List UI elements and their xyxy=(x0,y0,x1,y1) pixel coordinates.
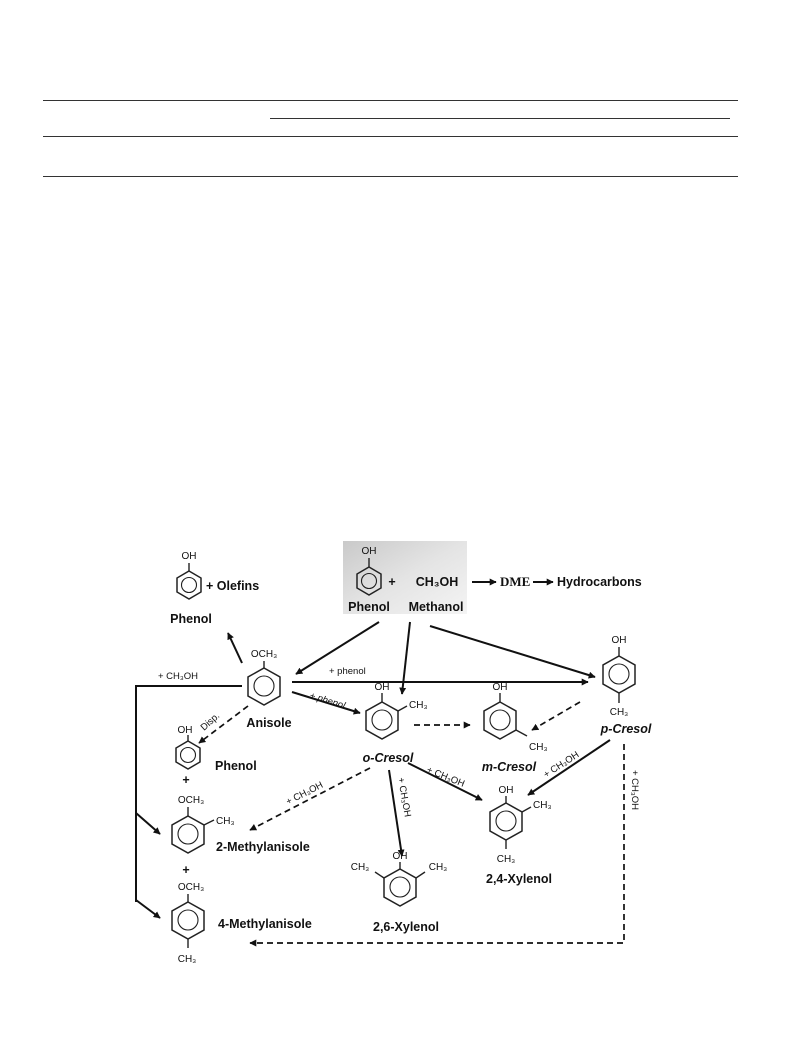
arrow-anisole-to-olefins xyxy=(227,632,243,664)
table-bottom-rule xyxy=(43,176,738,177)
m-cresol-label: m-Cresol xyxy=(482,760,537,774)
reagent-ch3oh-p-cresol-left: + CH₃OH xyxy=(542,749,582,780)
feed-methanol-label: Methanol xyxy=(409,600,464,614)
arrow-feed-to-o-cresol xyxy=(399,621,411,695)
xylenol-24-ch3-bottom: CH₃ xyxy=(497,854,516,865)
xylenol-26-ch3-left: CH₃ xyxy=(351,862,370,873)
arrow-to-4-methylanisole xyxy=(135,899,161,919)
arrow-anisole-disp-phenol xyxy=(198,705,249,744)
p-cresol-label: p-Cresol xyxy=(600,722,652,736)
disp-phenol-label: Phenol xyxy=(215,759,257,773)
feed-phenol-oh: OH xyxy=(362,546,377,557)
decomposition-phenol-label: Phenol xyxy=(170,612,212,626)
methylanisole-4-molecule: OCH₃ CH₃ xyxy=(171,882,205,965)
arrow-o-cresol-to-24-xylenol xyxy=(407,762,483,801)
arrow-p-cresol-to-24-xylenol xyxy=(527,739,611,796)
disp-phenol-oh: OH xyxy=(178,725,193,736)
feed-methanol-formula: CH₃OH xyxy=(416,575,459,589)
reagent-ch3oh-o-cresol-down: + CH₃OH xyxy=(395,777,413,818)
arrow-o-cresol-to-2-methylanisole xyxy=(249,767,371,831)
anisole-molecule: OCH₃ xyxy=(247,649,281,706)
arrow-feed-to-anisole xyxy=(295,621,380,675)
o-cresol-oh: OH xyxy=(375,682,390,693)
disp-phenol-plus: + xyxy=(182,773,189,787)
feed-box xyxy=(343,541,467,614)
xylenol-26-ch3-right: CH₃ xyxy=(429,862,448,873)
decomposition-phenol-oh: OH xyxy=(182,551,197,562)
m-cresol-oh: OH xyxy=(493,682,508,693)
reagent-ch3oh-o-cresol-left: + CH₃OH xyxy=(284,780,325,808)
p-cresol-molecule: OH CH₃ xyxy=(602,635,636,718)
methylanisole-2-label: 2-Methylanisole xyxy=(216,840,310,854)
reagent-disp: Disp. xyxy=(199,711,222,734)
methylanisole-4-och3: OCH₃ xyxy=(178,882,204,893)
feed-phenol-molecule: OH xyxy=(356,546,382,596)
table-top-rule xyxy=(43,100,738,101)
reagent-phenol-diag: + phenol xyxy=(308,690,347,712)
xylenol-24-oh: OH xyxy=(499,785,514,796)
methylanisole-4-label: 4-Methylanisole xyxy=(218,917,312,931)
o-cresol-molecule: OH CH₃ xyxy=(365,682,428,740)
arrow-anisole-ch3oh-path xyxy=(135,685,242,902)
disp-phenol-molecule: OH xyxy=(175,725,201,770)
o-cresol-ch3: CH₃ xyxy=(409,700,428,711)
xylenol-24-label: 2,4-Xylenol xyxy=(486,872,552,886)
table-header-subrule xyxy=(270,118,730,119)
arrow-to-2-methylanisole xyxy=(135,812,161,835)
methylanisole-2-och3: OCH₃ xyxy=(178,795,204,806)
decomposition-phenol-molecule: OH xyxy=(176,551,202,600)
arrow-p-cresol-to-m-cresol xyxy=(531,701,581,731)
hydrocarbons-label: Hydrocarbons xyxy=(557,575,642,589)
feed-plus: + xyxy=(388,575,395,589)
olefins-label: + Olefins xyxy=(206,579,259,593)
m-cresol-ch3: CH₃ xyxy=(529,742,548,753)
p-cresol-ch3: CH₃ xyxy=(610,707,629,718)
m-cresol-molecule: OH CH₃ xyxy=(483,682,548,753)
xylenol-24-ch3-top: CH₃ xyxy=(533,800,552,811)
arrow-o-cresol-to-26-xylenol xyxy=(388,769,405,857)
xylenol-26-oh: OH xyxy=(393,851,408,862)
methylanisole-2-plus: + xyxy=(182,863,189,877)
dme-label: DME xyxy=(500,574,530,589)
methylanisole-2-molecule: OCH₃ CH₃ xyxy=(171,795,235,854)
anisole-label: Anisole xyxy=(246,716,291,730)
xylenol-26-label: 2,6-Xylenol xyxy=(373,920,439,934)
arrow-anisole-to-o-cresol xyxy=(291,691,361,715)
o-cresol-label: o-Cresol xyxy=(363,751,414,765)
feed-phenol-label: Phenol xyxy=(348,600,390,614)
methylanisole-2-ch3: CH₃ xyxy=(216,816,235,827)
xylenol-24-molecule: OH CH₃ CH₃ xyxy=(489,785,552,865)
reagent-ch3oh-p-cresol-down: + CH₃OH xyxy=(629,770,640,810)
methylanisole-4-ch3: CH₃ xyxy=(178,954,197,965)
p-cresol-oh: OH xyxy=(612,635,627,646)
reagent-ch3oh-left: + CH₃OH xyxy=(158,671,198,682)
reagent-phenol-top: + phenol xyxy=(329,666,366,677)
reagent-ch3oh-o-cresol-right: + CH₃OH xyxy=(425,765,466,790)
anisole-och3: OCH₃ xyxy=(251,649,277,660)
table-mid-rule xyxy=(43,136,738,137)
arrow-feed-to-p-cresol xyxy=(429,625,596,679)
xylenol-26-molecule: OH CH₃ CH₃ xyxy=(351,851,448,907)
